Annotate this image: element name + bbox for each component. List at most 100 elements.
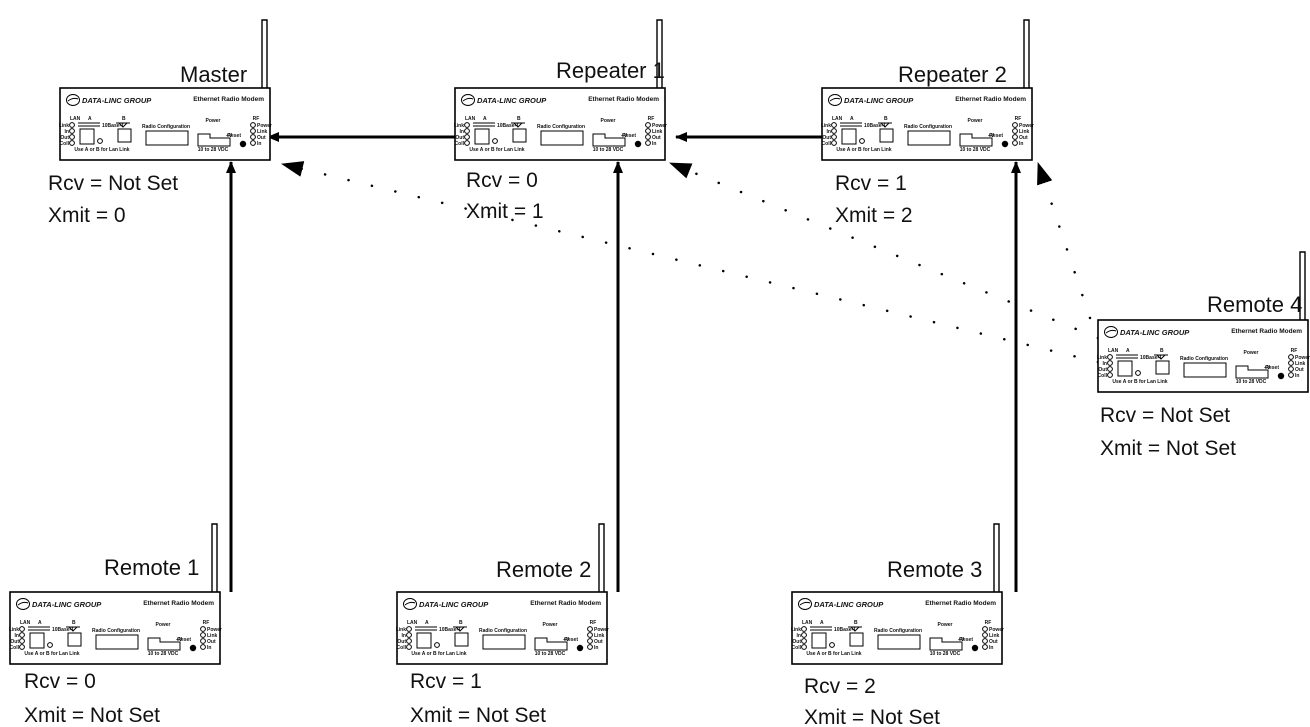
ethernet-port-b xyxy=(67,632,82,647)
led-label-out: Out xyxy=(10,639,19,645)
port-a-label: A xyxy=(38,620,42,626)
rcv-setting: Rcv = 0 xyxy=(466,169,538,192)
vdc-label: 10 to 28 VDC xyxy=(960,147,991,153)
ethernet-port-b xyxy=(849,632,864,647)
reset-label: Reset xyxy=(989,133,1003,139)
led-label-out: Out xyxy=(822,135,831,141)
led-icon xyxy=(406,626,412,632)
led-icon xyxy=(69,128,75,134)
rf-led-icon xyxy=(200,626,206,632)
xmit-setting: Xmit = Not Set xyxy=(1100,437,1236,460)
rf-led-icon xyxy=(1288,372,1294,378)
base-label: 10Base-T xyxy=(52,627,74,633)
xmit-setting: Xmit = Not Set xyxy=(804,706,940,727)
rf-led-label: Power xyxy=(594,627,609,633)
rf-led-icon xyxy=(1012,122,1018,128)
led-icon xyxy=(406,638,412,644)
led-icon xyxy=(434,642,440,648)
led-icon xyxy=(801,632,807,638)
radio-config-port xyxy=(145,130,189,146)
led-icon xyxy=(97,138,103,144)
led-icon xyxy=(829,642,835,648)
ethernet-port-b xyxy=(512,128,527,143)
modem-chassis xyxy=(821,87,1033,161)
node-name: Remote 3 xyxy=(887,557,982,582)
node-name: Repeater 1 xyxy=(556,58,665,83)
xmit-setting: Xmit = 2 xyxy=(835,204,913,227)
rf-led-icon xyxy=(982,644,988,650)
led-label-out: Out xyxy=(1098,367,1107,373)
links-layer xyxy=(226,132,1100,592)
brand-name: DATA-LINC GROUP xyxy=(477,96,547,105)
rf-led-icon xyxy=(645,140,651,146)
base-label: 10Base-T xyxy=(439,627,461,633)
led-label-link: Link xyxy=(396,627,406,633)
port-a-label: A xyxy=(1126,348,1130,354)
brand-name: DATA-LINC GROUP xyxy=(1120,328,1190,337)
ethernet-port-a xyxy=(841,128,857,145)
device-title: Ethernet Radio Modem xyxy=(530,600,601,607)
brand-name: DATA-LINC GROUP xyxy=(844,96,914,105)
led-icon xyxy=(859,138,865,144)
logo-swoosh-icon xyxy=(17,601,29,606)
power-label: Power xyxy=(542,622,557,628)
port-b-label: B xyxy=(1160,348,1164,354)
devices-layer: DATA-LINC GROUP Ethernet Radio Modem LAN Li… xyxy=(9,19,1310,727)
rf-led-label: In xyxy=(652,141,656,147)
use-ab-label: Use A or B for Lan Link xyxy=(469,147,524,153)
rcv-setting: Rcv = 2 xyxy=(804,675,876,698)
radio-config-port xyxy=(95,634,139,650)
led-icon xyxy=(464,122,470,128)
led-icon xyxy=(69,122,75,128)
led-label-coll: Coll xyxy=(60,141,70,147)
logo-icon xyxy=(1104,326,1118,338)
vdc-label: 10 to 28 VDC xyxy=(535,651,566,657)
logo-swoosh-icon xyxy=(829,97,841,102)
led-icon xyxy=(19,626,25,632)
led-icon xyxy=(19,644,25,650)
led-icon xyxy=(831,134,837,140)
rcv-setting: Rcv = Not Set xyxy=(1100,404,1230,427)
led-icon xyxy=(831,122,837,128)
ethernet-port-b xyxy=(1155,360,1170,375)
logo-icon xyxy=(66,94,80,106)
ethernet-port-a xyxy=(1117,360,1133,377)
rf-led-label: Out xyxy=(594,639,603,645)
led-icon xyxy=(492,138,498,144)
rf-led-icon xyxy=(200,632,206,638)
rf-led-icon xyxy=(587,638,593,644)
antenna-icon xyxy=(1299,251,1306,336)
plus-v-label: +V xyxy=(176,637,183,643)
led-label-in: In xyxy=(402,633,406,639)
power-connector xyxy=(959,133,993,147)
power-connector xyxy=(147,637,181,651)
rf-led-label: In xyxy=(257,141,261,147)
rf-led-label: Out xyxy=(207,639,216,645)
led-icon xyxy=(464,128,470,134)
rf-led-label: Out xyxy=(652,135,661,141)
rf-label: RF xyxy=(1291,348,1298,354)
led-icon xyxy=(69,134,75,140)
logo-swoosh-icon xyxy=(462,97,474,102)
crossover-icon xyxy=(453,626,467,632)
power-connector xyxy=(592,133,626,147)
port-b-label: B xyxy=(72,620,76,626)
logo-icon xyxy=(461,94,475,106)
power-connector xyxy=(534,637,568,651)
link-remote4-to-master xyxy=(280,161,1100,364)
rf-led-label: In xyxy=(594,645,598,651)
ethernet-port-b xyxy=(117,128,132,143)
rf-led-icon xyxy=(645,128,651,134)
rf-led-label: Out xyxy=(1295,367,1304,373)
device-title: Ethernet Radio Modem xyxy=(143,600,214,607)
rf-led-icon xyxy=(982,626,988,632)
rf-led-label: Power xyxy=(1019,123,1034,129)
radio-config-label: Radio Configuration xyxy=(537,124,585,130)
led-label-coll: Coll xyxy=(792,645,802,651)
rf-led-icon xyxy=(1012,140,1018,146)
port-a-label: A xyxy=(88,116,92,122)
lan-label: LAN xyxy=(832,116,843,122)
rcv-setting: Rcv = 0 xyxy=(24,670,96,693)
